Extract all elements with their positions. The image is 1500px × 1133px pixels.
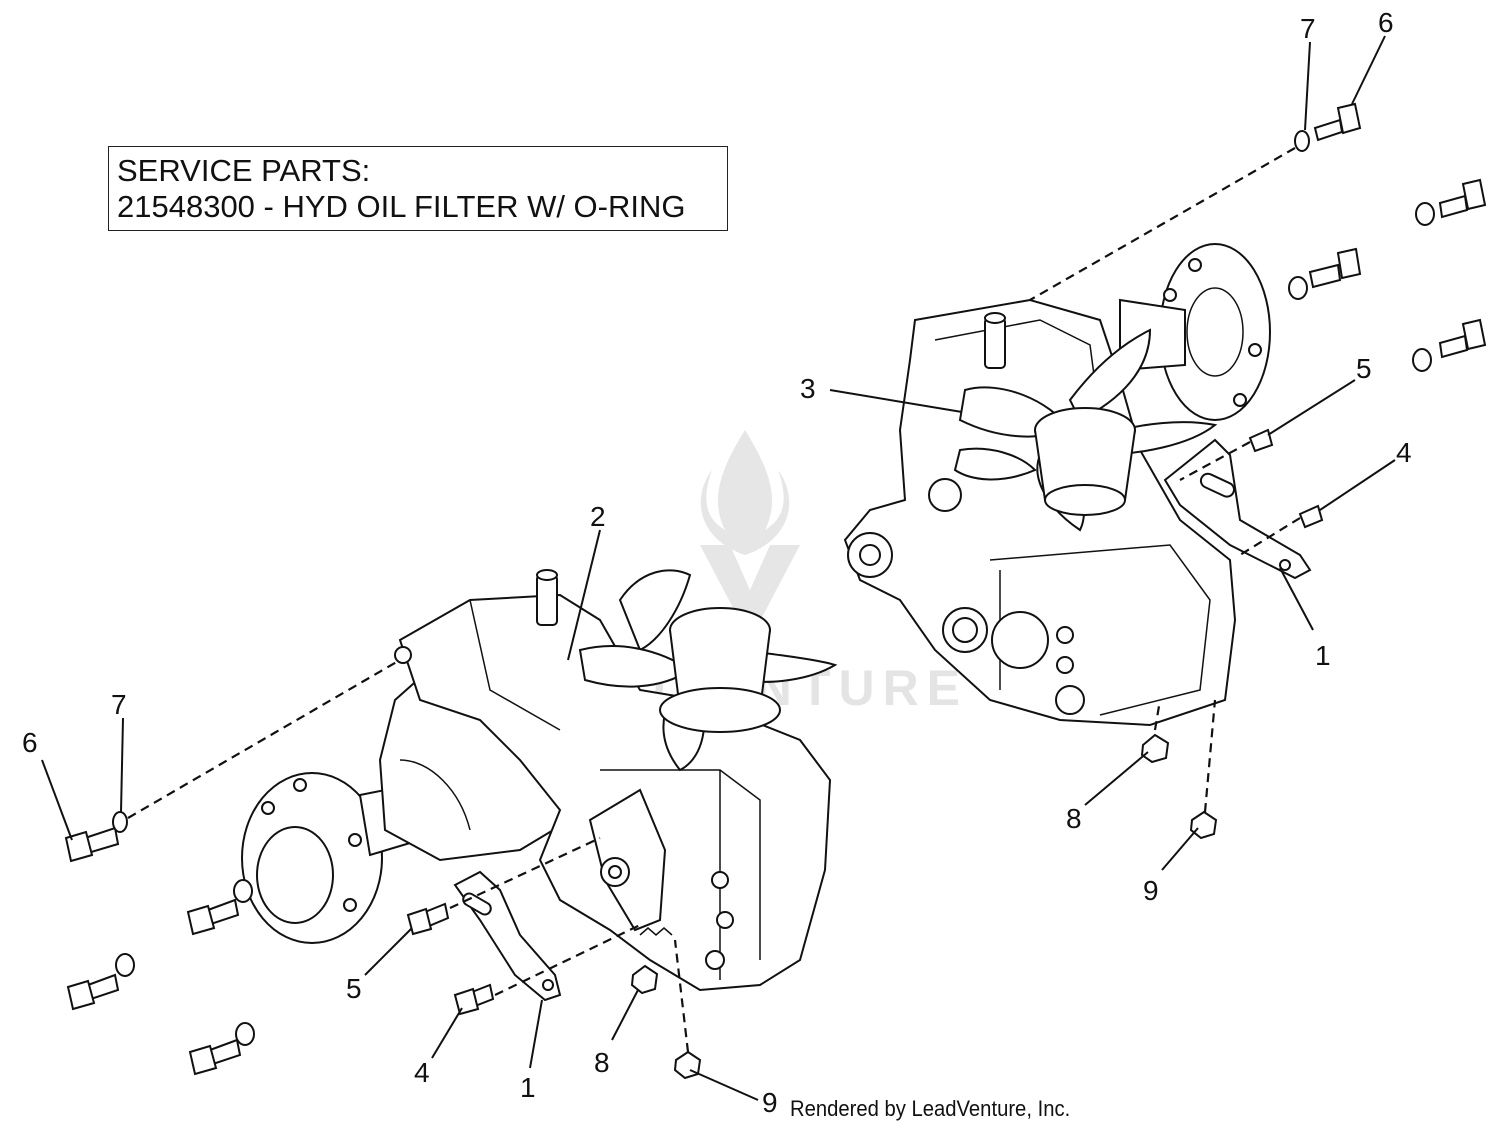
left-cooling-fan <box>578 569 838 772</box>
left-transaxle-housing <box>398 593 832 992</box>
callout-1-right: 1 <box>1315 640 1331 671</box>
callout-9-left: 9 <box>762 1087 778 1118</box>
callout-4-left: 4 <box>414 1057 430 1088</box>
flame-v-logo <box>700 430 790 555</box>
callout-8-right: 8 <box>1066 803 1082 834</box>
service-parts-box: SERVICE PARTS: 21548300 - HYD OIL FILTER… <box>108 146 728 231</box>
callout-7-right: 7 <box>1300 13 1316 44</box>
callout-9-right: 9 <box>1143 875 1159 906</box>
assembly-lines <box>127 147 1301 1053</box>
callout-5-right: 5 <box>1356 353 1372 384</box>
callout-8-left: 8 <box>594 1047 610 1078</box>
right-hardware <box>1140 102 1487 840</box>
callout-1-left: 1 <box>520 1072 536 1103</box>
leader-lines <box>41 35 1396 1101</box>
render-credit: Rendered by LeadVenture, Inc. <box>790 1096 1071 1121</box>
left-transaxle <box>241 569 838 1002</box>
right-transaxle-housing <box>843 298 1237 727</box>
callout-4-right: 4 <box>1396 437 1412 468</box>
callout-labels: 7 6 3 5 4 1 8 9 2 7 6 5 4 1 8 9 <box>22 7 1412 1118</box>
service-parts-line: 21548300 - HYD OIL FILTER W/ O-RING <box>117 189 686 224</box>
service-parts-heading: SERVICE PARTS: <box>117 153 371 188</box>
callout-7-left: 7 <box>111 689 127 720</box>
callout-3-right: 3 <box>800 373 816 404</box>
right-cooling-fan <box>953 328 1218 532</box>
callout-2-left: 2 <box>590 501 606 532</box>
callout-6-left: 6 <box>22 727 38 758</box>
right-bracket <box>1163 438 1312 580</box>
callout-6-right: 6 <box>1378 7 1394 38</box>
callout-5-left: 5 <box>346 973 362 1004</box>
right-transaxle <box>843 243 1312 727</box>
